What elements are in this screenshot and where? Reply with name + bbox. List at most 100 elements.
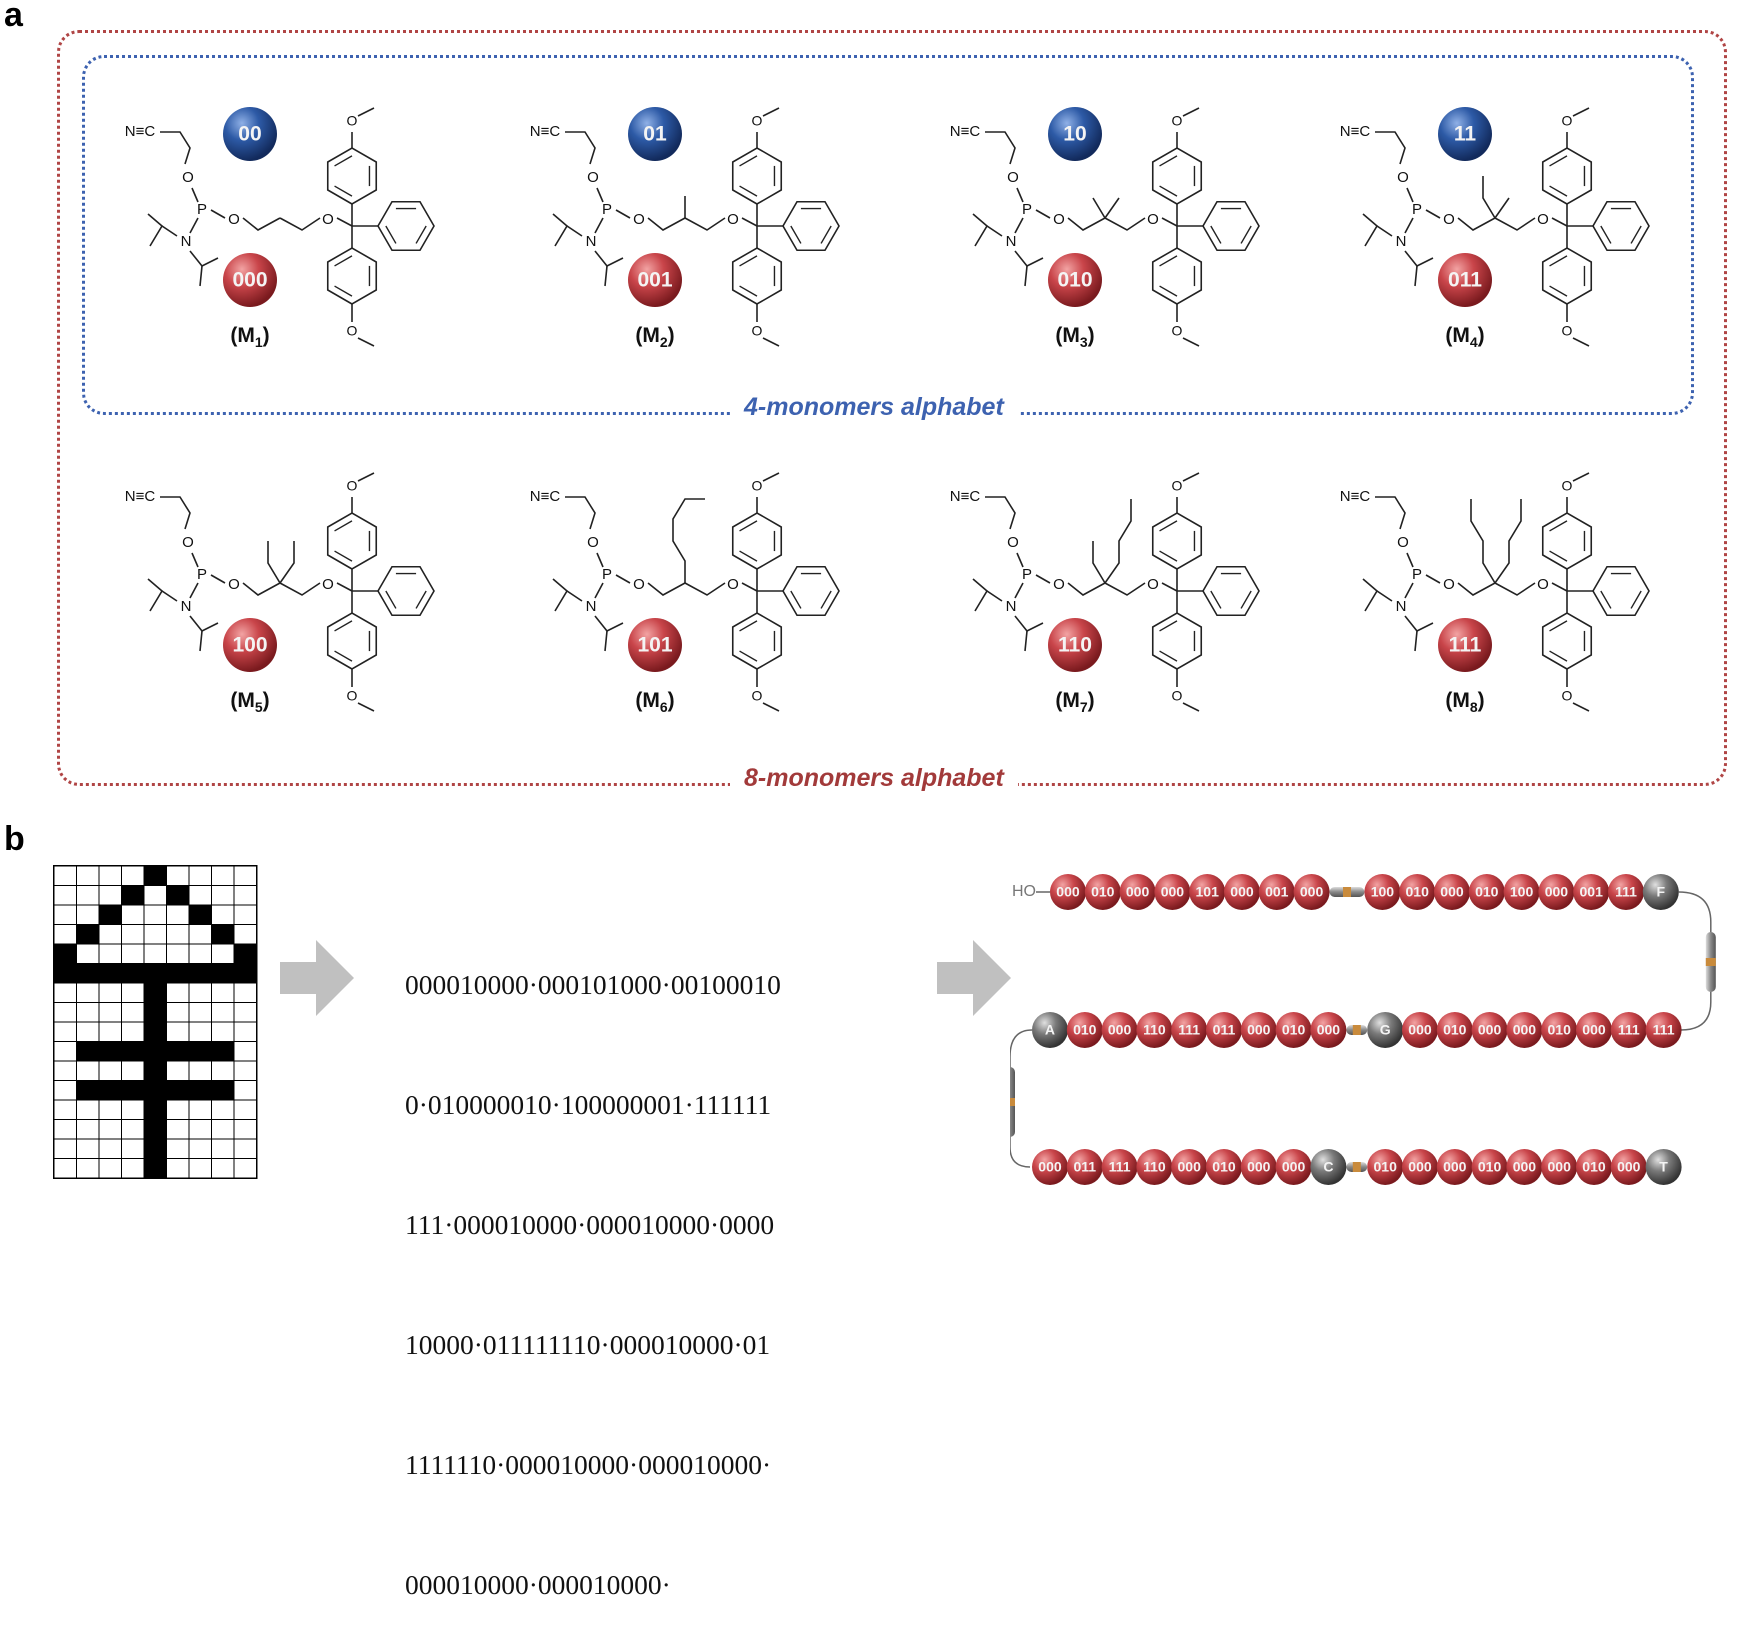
bond [279, 217, 321, 231]
grid-pixel [233, 982, 257, 1003]
bond [1362, 578, 1378, 592]
grid-pixel [143, 1021, 167, 1042]
bond [596, 187, 604, 203]
grid-pixel [211, 924, 235, 945]
bead-label: 000 [1408, 1159, 1432, 1175]
monomer-label-6: (M6) [635, 689, 674, 715]
double-bond [1549, 520, 1568, 532]
grid-pixel [211, 904, 235, 925]
atom-label: O [1397, 169, 1409, 186]
grid-pixel [233, 865, 257, 886]
chain-letter-G [1367, 1012, 1404, 1048]
atom-label: P [602, 201, 612, 218]
bond [1161, 217, 1178, 227]
bond [1092, 541, 1106, 584]
grid-pixel [98, 982, 122, 1003]
grid-pixel [121, 1099, 145, 1120]
grid-pixel [143, 924, 167, 945]
bond [1024, 265, 1028, 287]
atom-label: O [347, 323, 358, 339]
bead-label: 000 [1443, 1159, 1467, 1175]
red-sphere-8-label: 111 [1449, 634, 1482, 657]
atom-label: O [1172, 323, 1183, 339]
chain-letter-G-label: G [1380, 1022, 1391, 1038]
grid-pixel [98, 943, 122, 964]
grid-pixel [143, 963, 167, 984]
grid-pixel [98, 1060, 122, 1081]
bead [1610, 1149, 1647, 1185]
bead [1293, 874, 1330, 910]
bead [1154, 874, 1191, 910]
bond [615, 209, 631, 219]
double-bond [334, 650, 353, 662]
double-bond [334, 285, 353, 297]
grid-pixel [211, 1138, 235, 1159]
bond [1067, 582, 1106, 596]
atom-label: O [1562, 478, 1573, 494]
monomer-label-5: (M5) [230, 689, 269, 715]
bond [267, 541, 281, 584]
bond [1404, 250, 1434, 268]
grid-pixel [53, 904, 77, 925]
bond [565, 131, 596, 165]
bond [199, 265, 203, 287]
atom-label: O [1147, 576, 1159, 593]
bond [684, 217, 726, 231]
atom-label: O [1537, 576, 1549, 593]
grid-pixel [166, 1060, 190, 1081]
chain-letter-C [1310, 1149, 1347, 1185]
grid-pixel [211, 982, 235, 1003]
grid-pixel [53, 943, 77, 964]
bead-label: 000 [1547, 1159, 1571, 1175]
bead [1032, 1149, 1068, 1185]
grid-pixel [121, 1158, 145, 1179]
red-sphere-7 [1048, 618, 1102, 672]
double-bond [739, 255, 758, 267]
grid-pixel [76, 943, 100, 964]
bond [1104, 499, 1132, 584]
atom-label: O [322, 211, 334, 228]
atom-label: O [752, 323, 763, 339]
bond [189, 582, 199, 599]
bead-label: 010 [1091, 884, 1115, 900]
atom-label: N [1006, 233, 1017, 250]
grid-pixel [211, 1080, 235, 1101]
double-bond [1549, 620, 1568, 632]
grid-pixel [98, 885, 122, 906]
bond [1014, 582, 1024, 599]
bond [594, 615, 624, 633]
bead-label: 010 [1478, 1159, 1502, 1175]
grid-pixel [188, 885, 212, 906]
grid-pixel [76, 1080, 100, 1101]
grid-pixel [53, 1002, 77, 1023]
grid-pixel [188, 943, 212, 964]
bond [189, 217, 199, 234]
grid-pixel [76, 1099, 100, 1120]
atom-label: O [1562, 688, 1573, 704]
bead-label: 010 [1373, 1159, 1397, 1175]
grid-pixel [143, 982, 167, 1003]
grid-pixel [121, 1002, 145, 1023]
chain-letter-F-label: F [1657, 884, 1666, 900]
grid-pixel [233, 885, 257, 906]
bond [552, 578, 568, 592]
red-sphere-6-label: 101 [637, 634, 672, 657]
bead [1436, 1149, 1473, 1185]
grid-pixel [53, 1138, 77, 1159]
bead-label: 001 [1265, 884, 1289, 900]
double-bond [739, 155, 758, 167]
atom-label: O [228, 211, 240, 228]
grid-pixel [53, 885, 77, 906]
bead-label: 000 [1230, 884, 1254, 900]
bead [1402, 1149, 1438, 1185]
red-sphere-1 [223, 253, 277, 307]
bond [1035, 209, 1051, 219]
bead-label: 110 [1143, 1022, 1166, 1038]
bond [1470, 499, 1496, 584]
bead-label: 000 [1282, 1159, 1306, 1175]
bond [762, 337, 780, 347]
grid-pixel [211, 1041, 235, 1062]
bit-line: 0·010000010·100000001·111111 [405, 1089, 772, 1120]
